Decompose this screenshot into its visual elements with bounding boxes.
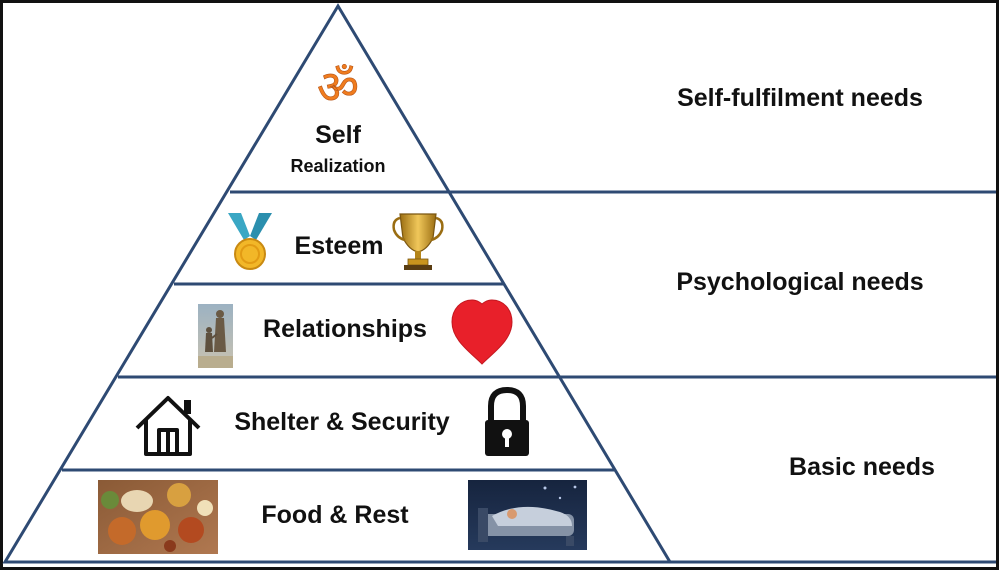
- level-relationships: Relationships: [198, 299, 513, 368]
- level-label-shelter-security: Shelter & Security: [234, 408, 449, 436]
- level-food-rest: Food & Rest: [98, 480, 587, 554]
- svg-text:ॐ: ॐ: [317, 61, 359, 113]
- trophy-icon: [392, 213, 444, 270]
- medal-icon: [228, 213, 272, 270]
- category-psychological: Psychological needs: [676, 268, 923, 296]
- level-esteem: Esteem: [228, 213, 444, 270]
- pyramid: [2, 3, 996, 564]
- level-shelter-security: Shelter & Security: [135, 386, 529, 456]
- level-label-esteem: Esteem: [295, 232, 384, 260]
- level-label-self: Self: [315, 121, 362, 149]
- house-icon: [135, 396, 201, 456]
- heart-icon: [451, 299, 513, 365]
- level-sublabel-realization: Realization: [290, 156, 385, 176]
- category-basic: Basic needs: [789, 453, 935, 481]
- level-label-relationships: Relationships: [263, 315, 427, 343]
- om-symbol-icon: ॐ: [317, 61, 360, 114]
- food-platter-image: [98, 480, 218, 554]
- sleeping-person-image: [468, 480, 587, 550]
- category-self-fulfilment: Self-fulfilment needs: [677, 84, 923, 112]
- padlock-icon: [485, 386, 529, 456]
- family-statue-image: [198, 304, 233, 368]
- level-label-food-rest: Food & Rest: [261, 501, 409, 529]
- level-self-realization: ॐ Self Realization: [290, 61, 385, 176]
